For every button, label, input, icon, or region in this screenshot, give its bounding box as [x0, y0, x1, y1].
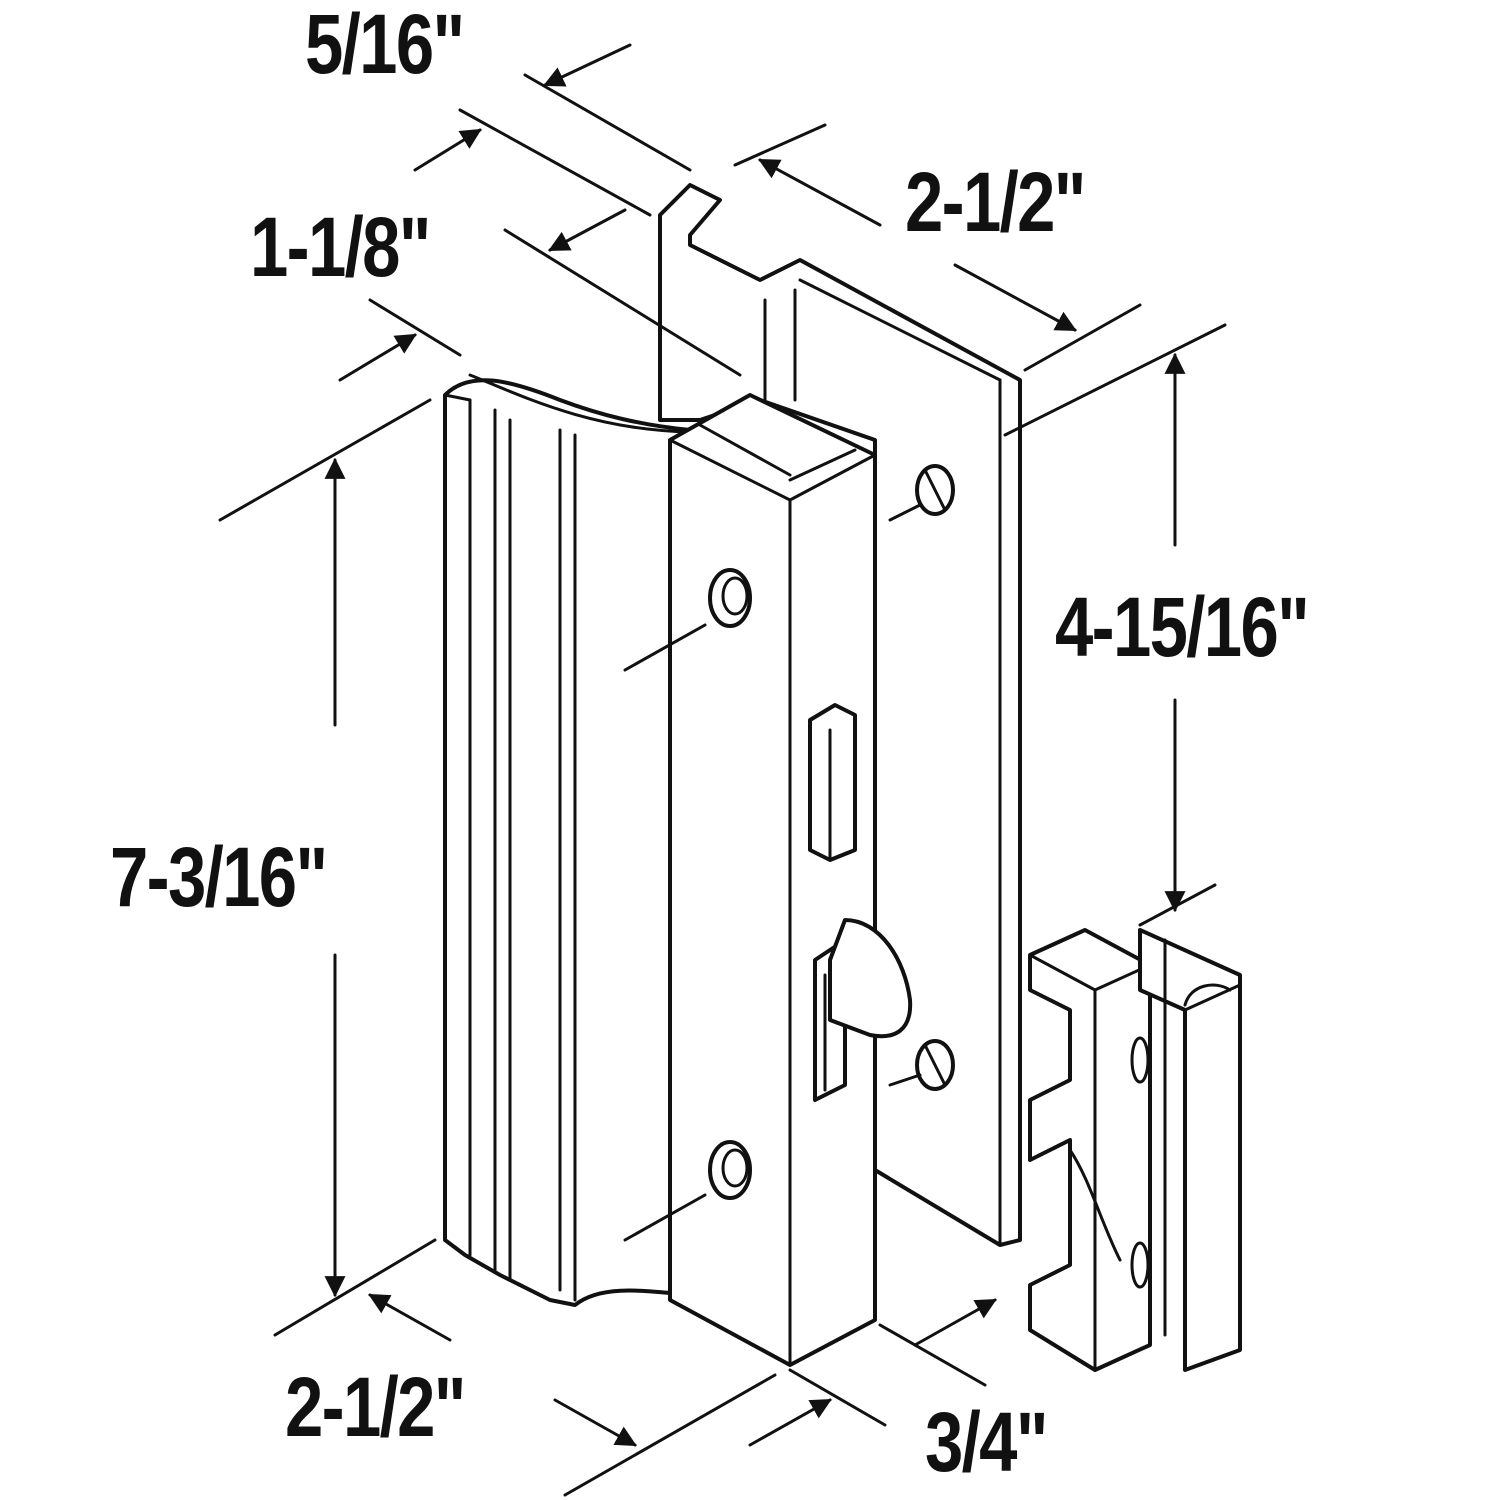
dimension-label-lock-thickness: 3/4" — [925, 1395, 1048, 1489]
screw-head-icon — [888, 464, 955, 522]
dimension-label-handle-width: 2-1/2" — [285, 1360, 466, 1454]
dimension-label-handle-height: 7-3/16" — [110, 830, 328, 924]
grip-handle — [443, 373, 692, 1307]
screw-hole-icon — [623, 1140, 752, 1242]
dimension-label-handle-depth: 1-1/8" — [250, 200, 431, 294]
lock-body — [668, 393, 877, 1367]
keeper-strike — [1028, 928, 1242, 1372]
dimension-lines — [218, 43, 1227, 1497]
screw-hole-icon — [623, 568, 752, 672]
dimension-label-top-depth: 5/16" — [305, 0, 465, 91]
thumb-latch — [808, 703, 913, 1102]
mounting-plate — [658, 183, 1022, 1247]
screw-head-icon — [888, 1039, 955, 1091]
dimension-label-plate-width: 2-1/2" — [905, 155, 1086, 249]
dimension-label-plate-height: 4-15/16" — [1055, 580, 1310, 674]
